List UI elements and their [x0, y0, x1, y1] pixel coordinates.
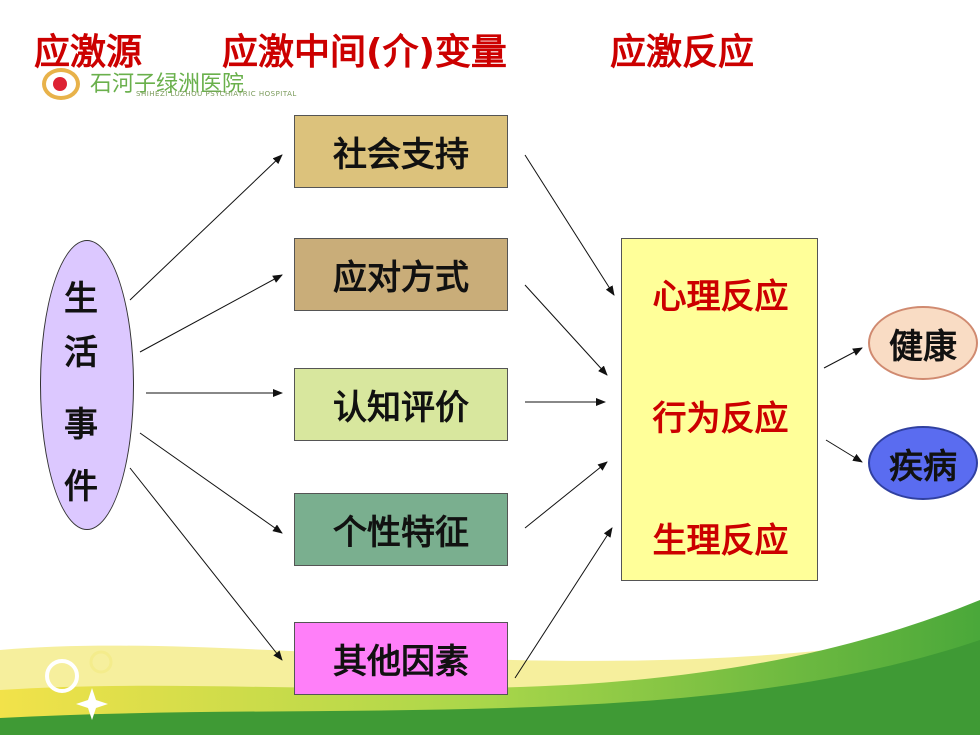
logo-emblem-icon	[42, 68, 80, 100]
mediator-coping-style: 应对方式	[294, 238, 508, 311]
stress-source-title: 应激源	[34, 32, 143, 73]
life-event-char: 生	[64, 279, 98, 319]
logo-text: 石河子绿洲医院	[90, 72, 245, 97]
stress-response-title: 应激反应	[610, 32, 755, 73]
mediator-personality: 个性特征	[294, 493, 508, 566]
response-psychological: 心理反应	[652, 277, 789, 317]
stress-responses-box: 心理反应 行为反应 生理反应	[621, 238, 818, 581]
arrow-personality-to-response	[524, 461, 608, 529]
outcome-disease: 疾病	[868, 426, 978, 500]
arrow-life-to-other	[129, 467, 283, 661]
arrow-to-disease	[825, 439, 863, 463]
response-physiological: 生理反应	[652, 521, 789, 561]
arrow-coping-to-response	[524, 284, 608, 376]
arrow-life-to-personality	[139, 432, 283, 534]
life-event-node: 生 活 事 件	[40, 240, 134, 530]
mediator-other-factors: 其他因素	[294, 622, 508, 695]
decor-sparkle-icon	[76, 688, 108, 720]
arrow-other-to-response	[514, 527, 613, 679]
arrow-social-to-response	[524, 154, 615, 296]
life-event-char: 事	[64, 405, 98, 445]
mediator-social-support: 社会支持	[294, 115, 508, 188]
hospital-logo: 石河子绿洲医院 SHIHEZI LUZHOU PSYCHIATRIC HOSPI…	[36, 66, 306, 106]
life-event-char: 件	[64, 467, 98, 507]
arrow-to-health	[823, 347, 863, 369]
mediator-variables-title: 应激中间(介)变量	[222, 32, 507, 73]
medical-cross-icon	[53, 77, 67, 91]
response-behavioral: 行为反应	[652, 399, 789, 439]
logo-subtitle: SHIHEZI LUZHOU PSYCHIATRIC HOSPITAL	[136, 90, 297, 98]
arrow-life-to-social	[129, 154, 283, 301]
mediator-cognitive-appraisal: 认知评价	[294, 368, 508, 441]
outcome-health: 健康	[868, 306, 978, 380]
arrow-life-to-coping	[139, 274, 283, 353]
bottom-swoosh-dark	[0, 640, 980, 735]
decor-circle-1	[45, 659, 79, 693]
decor-circle-2	[89, 650, 113, 674]
life-event-char: 活	[64, 333, 98, 373]
